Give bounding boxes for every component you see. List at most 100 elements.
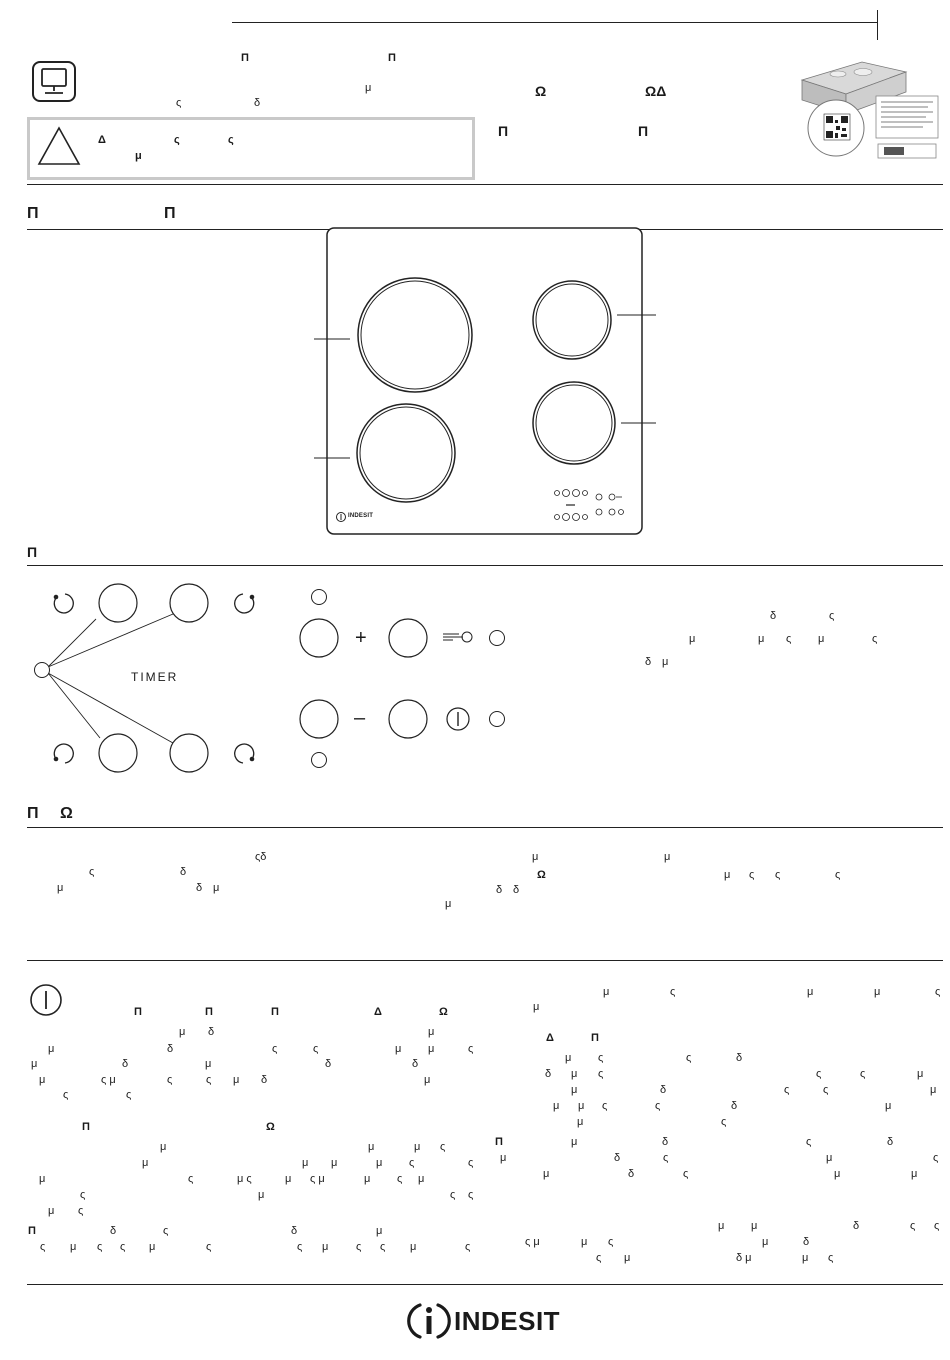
s4-left-head-glyph: Π xyxy=(134,1006,142,1018)
s4-left-glyph: δ xyxy=(208,1026,215,1038)
s4-right-glyph: ς xyxy=(655,1100,661,1112)
plus-key-left xyxy=(299,618,339,658)
s4-left-glyph: μ xyxy=(302,1157,309,1169)
s4-left-glyph: δ xyxy=(122,1058,129,1070)
top-text-glyph: Π xyxy=(241,52,249,64)
s4-left-glyph: ς xyxy=(450,1189,456,1201)
s4-right-glyph: ς xyxy=(935,986,941,998)
s4-right-head-glyph: Δ xyxy=(546,1032,554,1044)
top-text-glyph: δ xyxy=(254,97,261,109)
section-rule xyxy=(27,1284,943,1285)
s4-left-glyph: μ xyxy=(48,1043,55,1055)
rating-plate-illustration xyxy=(788,48,946,166)
s4-left-glyph: δ xyxy=(325,1058,332,1070)
warning-text-glyph: μ xyxy=(135,150,142,162)
footer-brand-label: INDESIT xyxy=(454,1306,561,1336)
s4-left-glyph: ς xyxy=(120,1241,126,1253)
s4-right-glyph: ς μ xyxy=(525,1236,540,1248)
s4-left-glyph: ς μ xyxy=(310,1173,325,1185)
cp-text-glyph: δ xyxy=(770,610,777,622)
s4-left-glyph: μ xyxy=(285,1173,292,1185)
s4-right-glyph: μ xyxy=(577,1116,584,1128)
s3-glyph: ςδ xyxy=(255,851,267,863)
cp-text-glyph: δ xyxy=(645,656,652,668)
top-header-line xyxy=(232,22,878,23)
s4-right-glyph: ς xyxy=(721,1116,727,1128)
top-right-glyph: Ω xyxy=(535,83,547,99)
s4-right-glyph: δ xyxy=(803,1236,810,1248)
s4-right-glyph: δ xyxy=(731,1100,738,1112)
s4-right-glyph: μ xyxy=(581,1236,588,1248)
s4-right-glyph: ς xyxy=(596,1252,602,1264)
s4-right-glyph: ς xyxy=(683,1168,689,1180)
s4-left-head-glyph: Π xyxy=(82,1121,90,1133)
s4-left-glyph: δ xyxy=(261,1074,268,1086)
warning-box xyxy=(27,117,475,180)
s4-left-glyph: μ xyxy=(410,1241,417,1253)
s4-left-glyph: ς xyxy=(63,1089,69,1101)
s4-left-glyph: ς xyxy=(78,1205,84,1217)
s4-right-glyph: ς xyxy=(602,1100,608,1112)
s4-left-glyph: ς xyxy=(80,1189,86,1201)
s3-glyph: μ xyxy=(213,882,220,894)
section-rule xyxy=(27,827,943,828)
s4-right-glyph: μ xyxy=(885,1100,892,1112)
s4-left-glyph: ς xyxy=(126,1089,132,1101)
s4-right-glyph: μ xyxy=(911,1168,918,1180)
s4-left-glyph: δ xyxy=(412,1058,419,1070)
s4-left-head-glyph: Π xyxy=(205,1006,213,1018)
section3-heading-glyph: Π xyxy=(27,805,39,822)
s4-left-glyph: μ xyxy=(160,1141,167,1153)
s4-left-glyph: ς xyxy=(465,1241,471,1253)
s4-right-glyph: μ xyxy=(917,1068,924,1080)
rear-left-zone xyxy=(357,277,473,393)
s4-right-glyph: μ xyxy=(571,1136,578,1148)
rear-right-zone-button xyxy=(169,583,209,623)
s4-right-glyph: μ xyxy=(802,1252,809,1264)
s4-left-glyph: μ xyxy=(142,1157,149,1169)
s4-right-glyph: μ xyxy=(571,1084,578,1096)
s4-left-glyph: μ xyxy=(31,1058,38,1070)
s4-left-glyph: ς xyxy=(272,1043,278,1055)
s3-glyph: δ xyxy=(180,866,187,878)
s4-left-glyph: μ xyxy=(424,1074,431,1086)
power-icon xyxy=(446,707,470,731)
s4-right-glyph: ς xyxy=(670,986,676,998)
s4-left-glyph: ς xyxy=(313,1043,319,1055)
cp-text-glyph: ς xyxy=(872,633,878,645)
section1-heading-glyph: Π xyxy=(164,205,176,222)
s4-right-glyph: μ xyxy=(533,1001,540,1013)
s4-left-glyph: ς xyxy=(468,1043,474,1055)
s4-right-glyph: ς xyxy=(784,1084,790,1096)
s4-left-glyph: μ xyxy=(70,1241,77,1253)
section-rule xyxy=(27,960,943,961)
s4-left-glyph: ς xyxy=(206,1074,212,1086)
s4-left-glyph: ς xyxy=(206,1241,212,1253)
rear-right-zone xyxy=(532,280,612,360)
s3-glyph: δ xyxy=(196,882,203,894)
control-panel-diagram xyxy=(34,583,505,773)
s4-right-glyph: μ xyxy=(543,1168,550,1180)
s4-right-glyph: ς xyxy=(933,1152,939,1164)
s3-glyph: μ xyxy=(57,882,64,894)
timer-indicator xyxy=(34,662,50,678)
s4-right-glyph: δ xyxy=(887,1136,894,1148)
s3-glyph: ς xyxy=(835,869,841,881)
s4-left-glyph: μ xyxy=(205,1058,212,1070)
s4-right-glyph: ς xyxy=(663,1152,669,1164)
top-text-glyph: ς xyxy=(176,97,182,109)
hob-brand-label: INDESIT xyxy=(348,513,374,519)
s4-left-glyph: μ xyxy=(428,1026,435,1038)
s4-left-head-glyph: Δ xyxy=(374,1006,382,1018)
minus-key-right xyxy=(388,699,428,739)
s4-left-glyph: ς xyxy=(297,1241,303,1253)
top-text-glyph: Π xyxy=(388,52,396,64)
s3-glyph: μ xyxy=(532,851,539,863)
s4-left-glyph: ς xyxy=(468,1157,474,1169)
s4-right-glyph: μ xyxy=(718,1220,725,1232)
s4-left-glyph: ς xyxy=(97,1241,103,1253)
s4-right-glyph: μ xyxy=(500,1152,507,1164)
s4-right-glyph: δ xyxy=(853,1220,860,1232)
s4-right-glyph: μ xyxy=(603,986,610,998)
s4-left-glyph: μ xyxy=(39,1074,46,1086)
